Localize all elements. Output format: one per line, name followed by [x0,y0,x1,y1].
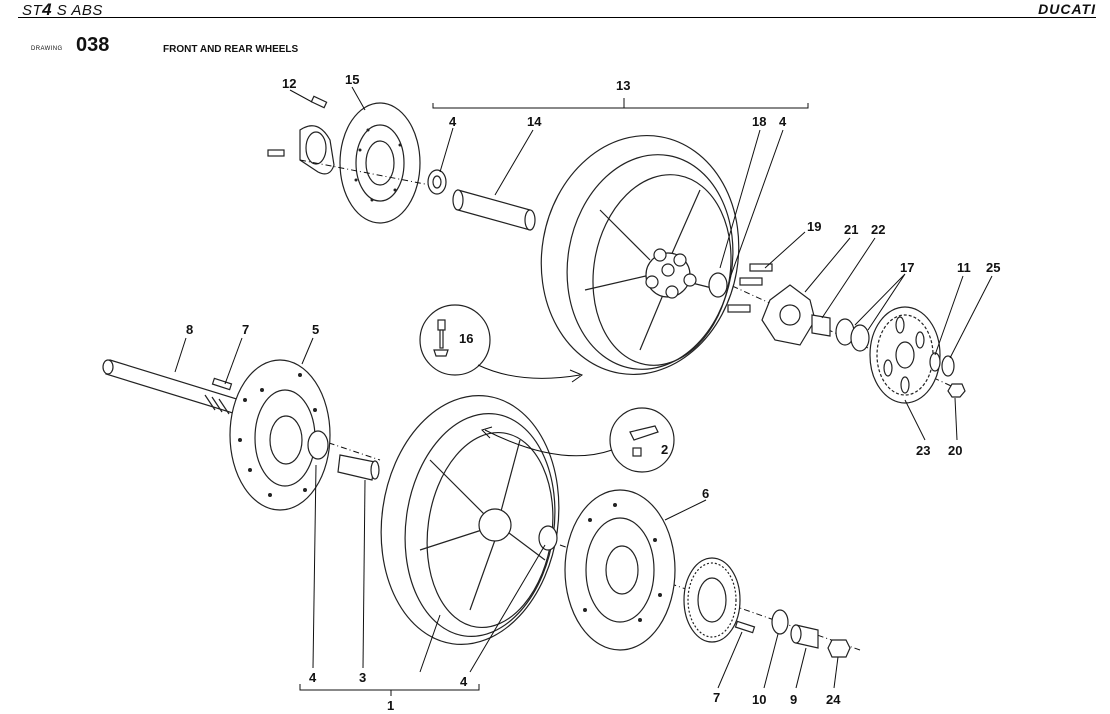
rear-spacer [427,169,536,231]
callout-16: 16 [459,331,473,346]
callout-20: 20 [948,443,962,458]
callout-4: 4 [779,114,787,129]
model-name: ST4 S ABS [22,0,103,19]
front-right-brake-disc [564,489,676,651]
callout-6: 6 [702,486,709,501]
callout-7: 7 [713,690,720,705]
callout-3: 3 [359,670,366,685]
rear-valve-detail [419,304,584,383]
rear-caliper-flange [267,95,335,175]
callout-10: 10 [752,692,766,707]
sprocket-carrier [727,263,816,346]
front-disc-bolt [211,377,233,391]
front-wheel [380,395,560,645]
front-spacer [337,454,380,481]
callout-17: 17 [900,260,914,275]
brand-logo: DUCATI [1038,1,1096,17]
callout-14: 14 [527,114,542,129]
leader-lines [174,86,993,696]
page-header: ST4 S ABS DUCATI [0,0,1110,19]
callout-24: 24 [826,692,841,707]
drawing-label: DRAWING [31,46,63,52]
header-rule [18,17,1096,18]
callout-12: 12 [282,76,296,91]
front-valve-detail [481,407,675,473]
callout-21: 21 [844,222,858,237]
front-left-brake-disc [229,359,331,511]
rear-hub-spacers [811,314,870,352]
drawing-number: 038 [76,34,110,56]
callout-1: 1 [387,698,394,713]
callout-4: 4 [309,670,317,685]
callout-23: 23 [916,443,930,458]
callout-5: 5 [312,322,319,337]
rear-sprocket [869,306,941,404]
rear-brake-disc [339,102,421,224]
callout-25: 25 [986,260,1000,275]
callout-7: 7 [242,322,249,337]
callout-labels: 12 15 13 4 14 18 4 19 21 22 17 11 25 16 … [186,72,1000,713]
rear-wheel [540,135,740,375]
callout-4: 4 [460,674,468,689]
callout-8: 8 [186,322,193,337]
drawing-title: FRONT AND REAR WHEELS [163,44,299,55]
callout-19: 19 [807,219,821,234]
callout-2: 2 [661,442,668,457]
sprocket-nut-washer [929,352,966,398]
callout-11: 11 [957,260,971,275]
callout-22: 22 [871,222,885,237]
callout-13: 13 [616,78,630,93]
callout-9: 9 [790,692,797,707]
tone-ring-bolt [734,620,756,634]
front-axle-spacers [771,609,851,658]
front-axle [102,359,241,415]
callout-4: 4 [449,114,457,129]
callout-15: 15 [345,72,359,87]
callout-18: 18 [752,114,766,129]
abs-tone-ring [683,557,741,643]
